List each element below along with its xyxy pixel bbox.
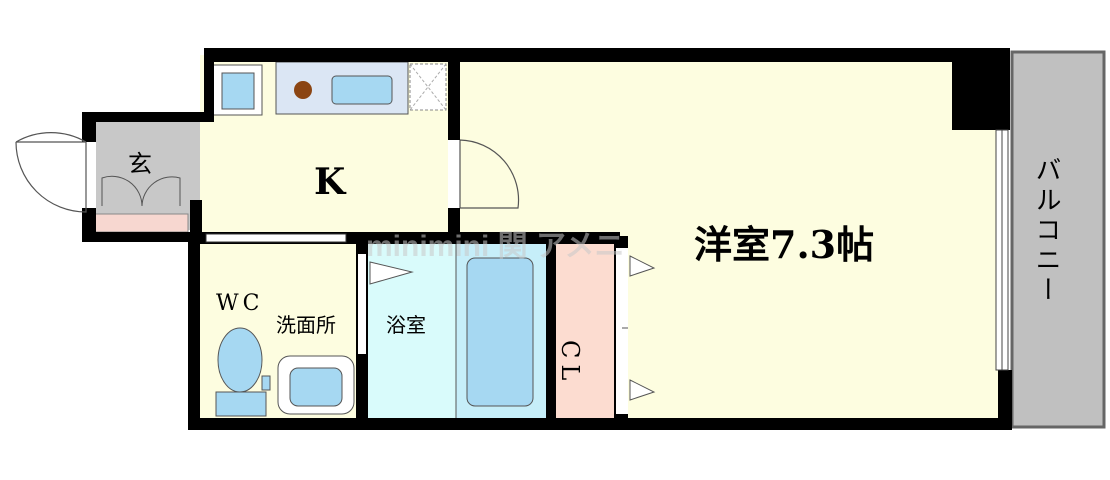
wall-corner-block: [952, 48, 1010, 130]
western-room-label: 洋室7.3帖: [694, 222, 874, 267]
closet-door-top: [629, 255, 656, 277]
entrance-door-swing: [15, 132, 87, 213]
wall-entrance-bottom: [82, 232, 202, 242]
toilet-paper-icon: [261, 375, 271, 391]
wall-entrance-top: [82, 112, 214, 122]
closet-floor: [554, 242, 616, 422]
wall-entrance-left-top: [82, 112, 96, 142]
wc-label: WC: [216, 291, 263, 316]
room-door-gap: [448, 140, 460, 208]
bathtub: [466, 257, 534, 407]
entrance-label: 玄: [128, 150, 152, 178]
wall-bottom: [188, 418, 1012, 430]
bathroom-label: 浴室: [386, 313, 426, 337]
closet-door-gap: [616, 248, 628, 414]
wall-wc-left: [188, 236, 200, 430]
watermark: minimini 関 アメニ: [366, 230, 625, 263]
entrance-door-gap: [82, 142, 96, 208]
balcony-label: バルコニー: [1031, 156, 1061, 306]
washbasin-bowl: [289, 367, 343, 407]
wall-kitchen-right-top: [448, 48, 460, 140]
fridge-icon: [221, 72, 255, 110]
toilet-tank-icon: [215, 391, 267, 417]
bath-door-swing: [369, 261, 414, 285]
entrance-floor: [88, 118, 200, 230]
toilet-icon: [217, 327, 263, 393]
wall-right-bottom: [998, 370, 1012, 430]
closet-label: CL: [556, 340, 584, 386]
sink-icon: [331, 75, 393, 105]
washer-space: [409, 63, 447, 111]
shoe-cabinet-doors: [101, 175, 181, 207]
stove-icon: [294, 81, 312, 99]
closet-door-bottom: [629, 379, 656, 401]
balcony-outline: [1010, 50, 1106, 429]
balcony-area: [1011, 51, 1105, 428]
room-door-swing: [459, 139, 520, 209]
wall-bath-closet: [546, 236, 556, 426]
kitchen-label: K: [314, 161, 347, 203]
wc-sliding-door: [205, 233, 347, 243]
washroom-label: 洗面所: [276, 313, 336, 337]
wall-entrance-right: [190, 200, 202, 242]
entrance-step: [91, 213, 189, 233]
wall-top-left: [204, 48, 214, 122]
bath-door-gap: [358, 254, 366, 354]
wall-top: [204, 48, 1010, 62]
